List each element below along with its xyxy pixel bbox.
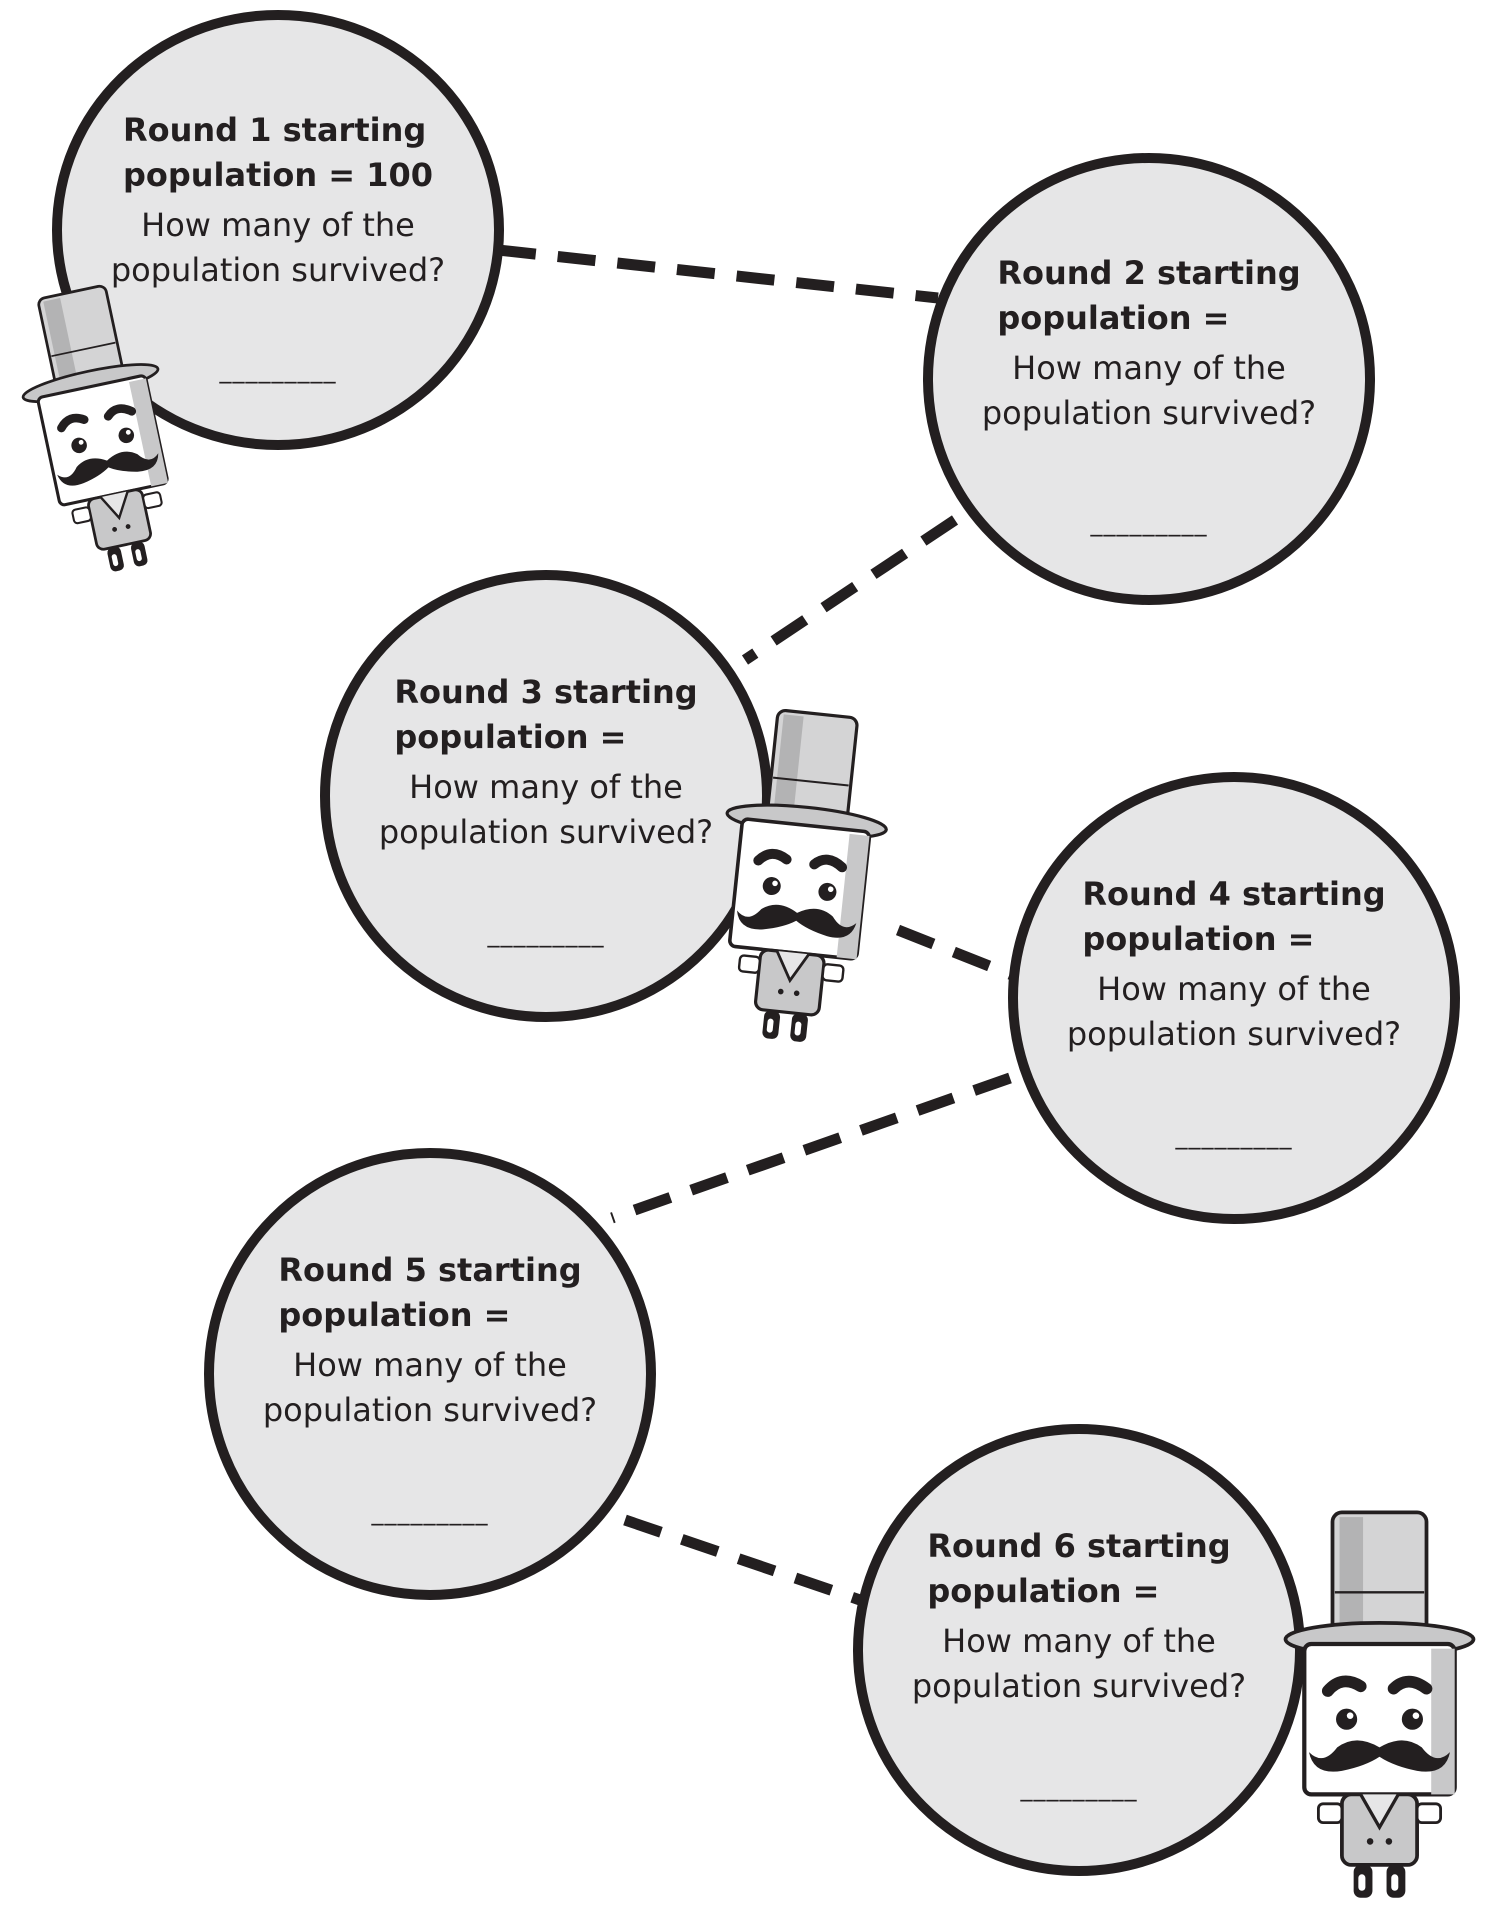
round-5-circle: Round 5 starting population = How many o… — [204, 1148, 656, 1600]
round-2-answer-blank[interactable]: _________ — [1090, 509, 1208, 537]
round-1-answer-blank[interactable]: _________ — [219, 356, 337, 384]
top-hat-mustache-mascot-icon — [680, 681, 920, 1090]
round-2-circle: Round 2 starting population = How many o… — [923, 153, 1375, 605]
round-6-circle: Round 6 starting population = How many o… — [853, 1424, 1305, 1876]
round-1-heading: Round 1 starting population = 100 — [122, 111, 434, 194]
round-3-answer-blank[interactable]: _________ — [487, 920, 605, 948]
round-2-question: How many of the population survived? — [981, 349, 1317, 432]
round-5-heading: Round 5 starting population = — [278, 1251, 582, 1334]
round-4-question: How many of the population survived? — [1066, 970, 1402, 1053]
connector-2-3 — [741, 515, 959, 665]
top-hat-mustache-mascot-icon — [1262, 1424, 1497, 1926]
round-4-answer-blank[interactable]: _________ — [1175, 1122, 1293, 1150]
top-hat-mustache-mascot-icon — [21, 284, 169, 572]
connector-5-6 — [623, 1514, 862, 1606]
round-2-heading: Round 2 starting population = — [997, 254, 1301, 337]
round-5-answer-blank[interactable]: _________ — [371, 1498, 489, 1526]
connector-4-5 — [610, 1072, 1012, 1224]
round-6-heading: Round 6 starting population = — [927, 1527, 1231, 1610]
round-6-answer-blank[interactable]: _________ — [1020, 1774, 1138, 1802]
round-4-heading: Round 4 starting population = — [1082, 875, 1386, 958]
round-3-circle: Round 3 starting population = How many o… — [320, 570, 772, 1022]
round-3-heading: Round 3 starting population = — [394, 673, 698, 756]
round-6-question: How many of the population survived? — [911, 1622, 1247, 1705]
connector-1-2 — [497, 244, 939, 304]
connector-3-4 — [895, 924, 1015, 981]
round-4-circle: Round 4 starting population = How many o… — [1008, 772, 1460, 1224]
round-1-question: How many of the population survived? — [110, 206, 446, 289]
round-3-question: How many of the population survived? — [378, 768, 714, 851]
round-5-question: How many of the population survived? — [262, 1346, 598, 1429]
